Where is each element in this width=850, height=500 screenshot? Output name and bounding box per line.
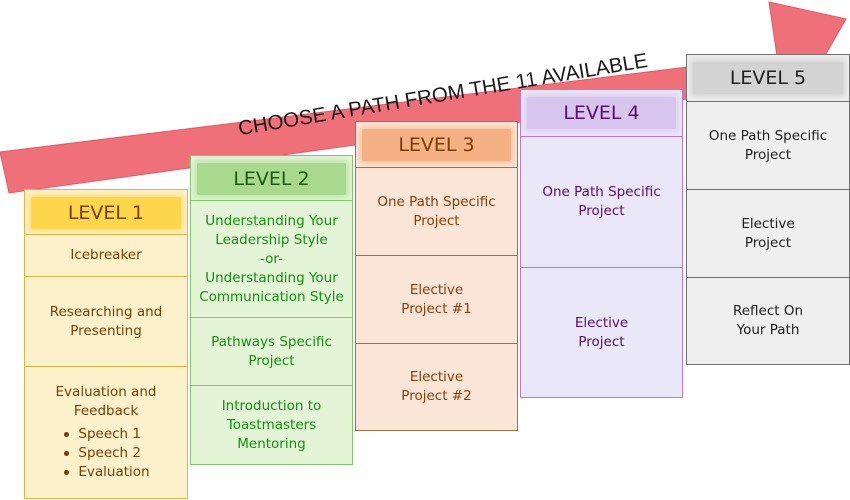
level-3-item-3: Elective Project #2 <box>356 343 517 430</box>
item-line: Introduction to <box>221 397 322 414</box>
bullet-item: Speech 2 <box>62 444 149 463</box>
level-3-item-2: Elective Project #1 <box>356 255 517 343</box>
item-line: Project <box>744 234 792 251</box>
level-5-column: LEVEL 5 One Path Specific Project Electi… <box>686 54 850 365</box>
level-5-item-1: One Path Specific Project <box>687 101 849 189</box>
level-1-item-1: Icebreaker <box>25 234 187 276</box>
bullet-item: Speech 1 <box>62 425 149 444</box>
level-5-item-2: Elective Project <box>687 189 849 277</box>
item-line: Presenting <box>70 322 142 339</box>
item-line: Icebreaker <box>70 247 142 263</box>
item-line: Project <box>578 203 625 219</box>
level-2-item-3: Introduction to Toastmasters Mentoring <box>191 385 352 464</box>
item-line: One Path Specific <box>542 184 661 200</box>
item-line: Evaluation and <box>55 384 157 400</box>
item-line: Toastmasters <box>226 416 317 433</box>
level-5-item-3: Reflect On Your Path <box>687 277 849 364</box>
item-line: Communication Style <box>199 288 344 305</box>
item-line: -or- <box>260 250 283 267</box>
item-line: Project <box>578 333 625 350</box>
item-line: Project <box>248 352 295 369</box>
item-line: Project #2 <box>401 388 472 404</box>
item-line: Elective <box>409 369 464 385</box>
level-1-title: LEVEL 1 <box>31 197 181 229</box>
item-line: Your Path <box>736 322 800 338</box>
level-1-item-2: Researching and Presenting <box>25 276 187 366</box>
item-line: Understanding Your <box>205 212 338 229</box>
level-3-item-1: One Path Specific Project <box>356 167 517 255</box>
item-line: One Path Specific <box>708 127 828 144</box>
item-line: Project <box>413 212 460 229</box>
item-line: Project <box>744 146 792 163</box>
level-3-title: LEVEL 3 <box>362 129 511 161</box>
level-1-item-3: Evaluation and Feedback Speech 1 Speech … <box>25 366 187 498</box>
item-line: Pathways Specific <box>211 333 332 350</box>
level-2-item-1: Understanding Your Leadership Style -or-… <box>191 200 352 317</box>
level-2-column: LEVEL 2 Understanding Your Leadership St… <box>190 155 353 465</box>
level-2-item-2: Pathways Specific Project <box>191 317 352 385</box>
item-line: Leadership Style <box>215 231 328 248</box>
level-4-title: LEVEL 4 <box>527 97 676 129</box>
item-line: Project #1 <box>401 300 472 317</box>
evaluation-bullet-list: Speech 1 Speech 2 Evaluation <box>62 425 150 482</box>
item-line: Elective <box>741 215 795 232</box>
level-2-title: LEVEL 2 <box>197 163 346 195</box>
level-4-item-1: One Path Specific Project <box>521 136 682 267</box>
item-line: Researching and <box>49 303 163 320</box>
item-line: Mentoring <box>237 435 306 452</box>
item-line: Elective <box>409 281 464 298</box>
level-1-column: LEVEL 1 Icebreaker Researching and Prese… <box>24 189 188 499</box>
item-line: Reflect On <box>732 303 804 319</box>
item-line: Understanding Your <box>205 269 338 286</box>
bullet-item: Evaluation <box>62 463 150 482</box>
level-4-item-2: Elective Project <box>521 267 682 397</box>
level-4-column: LEVEL 4 One Path Specific Project Electi… <box>520 89 683 398</box>
item-line: Feedback <box>73 403 139 419</box>
item-line: One Path Specific <box>377 193 496 210</box>
level-5-title: LEVEL 5 <box>693 62 843 94</box>
item-line: Elective <box>574 314 629 331</box>
level-3-column: LEVEL 3 One Path Specific Project Electi… <box>355 121 518 431</box>
